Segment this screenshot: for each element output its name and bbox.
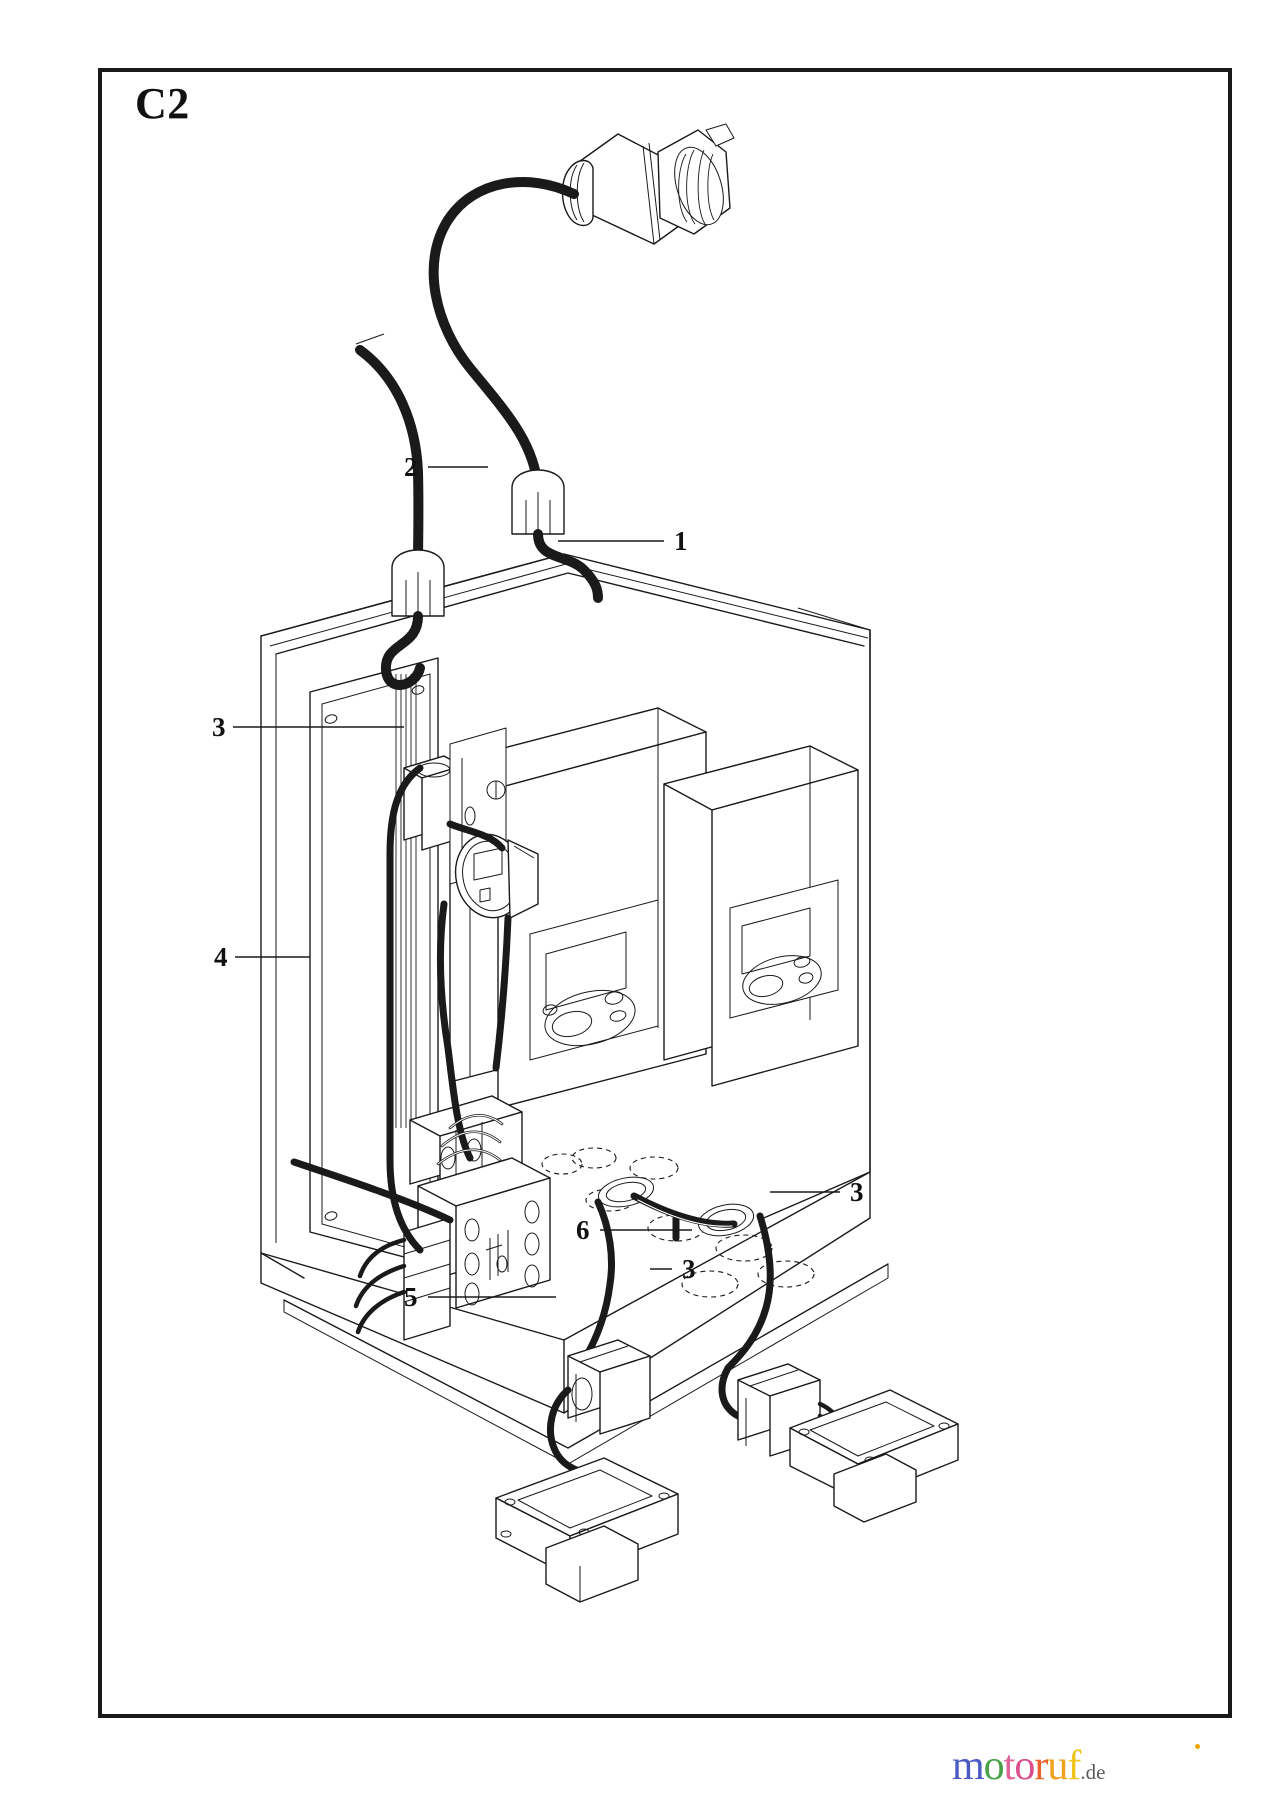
round-hour-meter bbox=[454, 833, 539, 919]
technical-diagram: .ln { fill:none; stroke:#1a1a1a; stroke-… bbox=[98, 68, 1232, 1718]
callout-3-right: 3 bbox=[770, 1177, 864, 1207]
callout-5: 5 bbox=[404, 1282, 556, 1312]
supply-cable-2 bbox=[355, 333, 424, 573]
watermark-letter-o2: o bbox=[1014, 1743, 1035, 1789]
callout-1: 1 bbox=[558, 526, 688, 556]
watermark-letter-t: t bbox=[1003, 1743, 1016, 1789]
callout-4: 4 bbox=[214, 942, 310, 972]
supply-cable-1 bbox=[428, 177, 579, 493]
diagram-svg: .ln { fill:none; stroke:#1a1a1a; stroke-… bbox=[212, 123, 959, 1603]
watermark-letter-u: u bbox=[1047, 1743, 1068, 1789]
terminal-block-assembly bbox=[403, 1095, 551, 1341]
callout-2: 2 bbox=[404, 452, 488, 482]
callout-3-top: 3 bbox=[212, 712, 404, 742]
callout-number-3-top: 3 bbox=[212, 712, 226, 742]
callout-number-4: 4 bbox=[214, 942, 228, 972]
inverter-unit-b bbox=[663, 745, 859, 1087]
callout-6: 6 bbox=[576, 1215, 692, 1245]
receptacle-plate-a bbox=[495, 1457, 679, 1603]
watermark-letter-f: f bbox=[1067, 1743, 1081, 1789]
floor-knockouts bbox=[541, 1147, 815, 1298]
callout-number-3-centre: 3 bbox=[682, 1254, 696, 1284]
callout-3-centre: 3 bbox=[650, 1254, 696, 1284]
callout-number-2: 2 bbox=[404, 452, 418, 482]
watermark-letter-o1: o bbox=[983, 1743, 1005, 1789]
cable-gland-right bbox=[511, 469, 565, 535]
cable-gland-left bbox=[391, 549, 445, 617]
watermark-dot-accent bbox=[1195, 1744, 1200, 1749]
mains-plug-connector bbox=[561, 123, 735, 245]
section-code-label: C2 bbox=[135, 79, 190, 128]
callout-number-1: 1 bbox=[674, 526, 688, 556]
floor-cables bbox=[580, 1192, 774, 1420]
watermark-letter-r: r bbox=[1034, 1743, 1048, 1789]
receptacle-plate-b bbox=[789, 1389, 959, 1523]
connector-box-a bbox=[567, 1339, 651, 1435]
callout-number-6: 6 bbox=[576, 1215, 590, 1245]
backplate-wiring bbox=[290, 764, 512, 1335]
callout-number-5: 5 bbox=[404, 1282, 418, 1312]
motoruf-watermark: motoruf.de bbox=[952, 1742, 1252, 1790]
watermark-letter-m: m bbox=[952, 1743, 985, 1789]
watermark-tld: .de bbox=[1080, 1760, 1106, 1784]
wire-loom bbox=[395, 674, 417, 1128]
callout-number-3-right: 3 bbox=[850, 1177, 864, 1207]
